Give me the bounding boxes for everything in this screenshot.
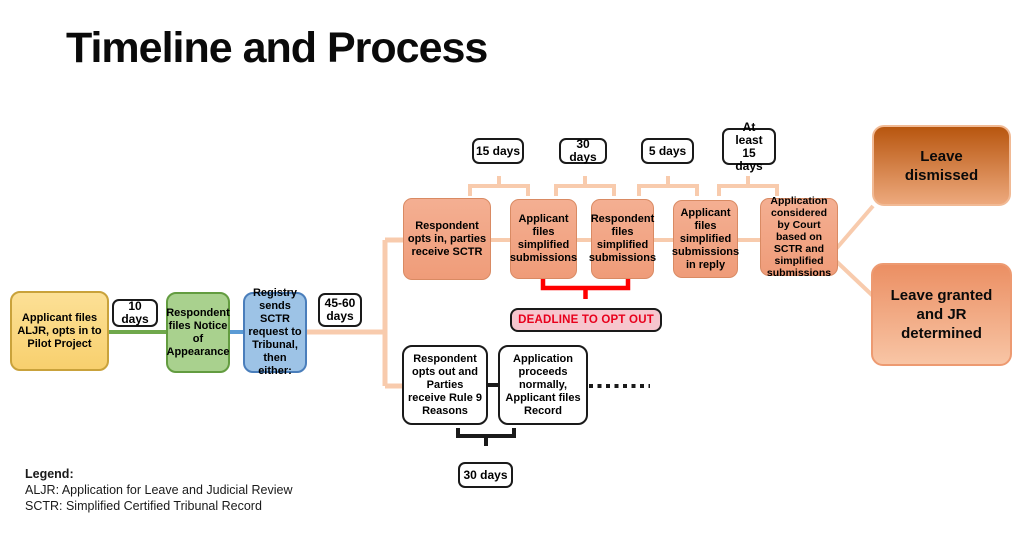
node-application-proceeds-normally: Application proceeds normally, Applicant… — [498, 345, 588, 425]
bracket-30-days-bottom — [456, 428, 516, 446]
legend: Legend: ALJR: Application for Leave and … — [25, 466, 293, 514]
connector-to-dismissed — [834, 204, 875, 251]
node-leave-granted: Leave granted and JR determined — [871, 263, 1012, 366]
node-registry-sends-sctr: Registry sends SCTR request to Tribunal,… — [243, 287, 307, 377]
bracket-at-least-15-days — [717, 176, 779, 196]
label-15-days: 15 days — [472, 138, 524, 164]
node-respondent-opts-out: Respondent opts out and Parties receive … — [402, 345, 488, 425]
node-application-considered: Application considered by Court based on… — [760, 195, 838, 279]
label-30-days-bottom: 30 days — [458, 462, 513, 488]
bracket-30-days — [554, 176, 616, 196]
node-leave-dismissed: Leave dismissed — [872, 125, 1011, 206]
page-title: Timeline and Process — [66, 24, 488, 72]
bracket-deadline-red — [540, 279, 631, 299]
connector-to-granted — [834, 259, 875, 298]
legend-sctr: SCTR: Simplified Certified Tribunal Reco… — [25, 499, 262, 513]
label-45-60-days: 45-60 days — [318, 293, 362, 327]
node-applicant-simplified-submissions: Applicant files simplified submissions — [510, 199, 577, 279]
node-respondent-opts-in: Respondent opts in, parties receive SCTR — [403, 198, 491, 280]
legend-aljr: ALJR: Application for Leave and Judicial… — [25, 483, 293, 497]
label-5-days: 5 days — [641, 138, 694, 164]
label-10-days: 10 days — [112, 299, 158, 327]
connector-branch — [306, 237, 404, 389]
label-at-least-15-days: At least 15 days — [722, 120, 776, 172]
label-30-days: 30 days — [559, 138, 607, 164]
bracket-15-days — [468, 176, 530, 196]
node-respondent-simplified-submissions: Respondent files simplified submissions — [589, 199, 656, 279]
node-applicant-submissions-in-reply: Applicant files simplified submissions i… — [672, 200, 739, 278]
label-deadline-to-opt-out: DEADLINE TO OPT OUT — [510, 308, 662, 332]
legend-heading: Legend: — [25, 467, 74, 481]
node-respondent-notice: Respondent files Notice of Appearance — [166, 292, 230, 373]
bracket-5-days — [637, 176, 699, 196]
node-applicant-files-aljr: Applicant files ALJR, opts in to Pilot P… — [10, 291, 109, 371]
